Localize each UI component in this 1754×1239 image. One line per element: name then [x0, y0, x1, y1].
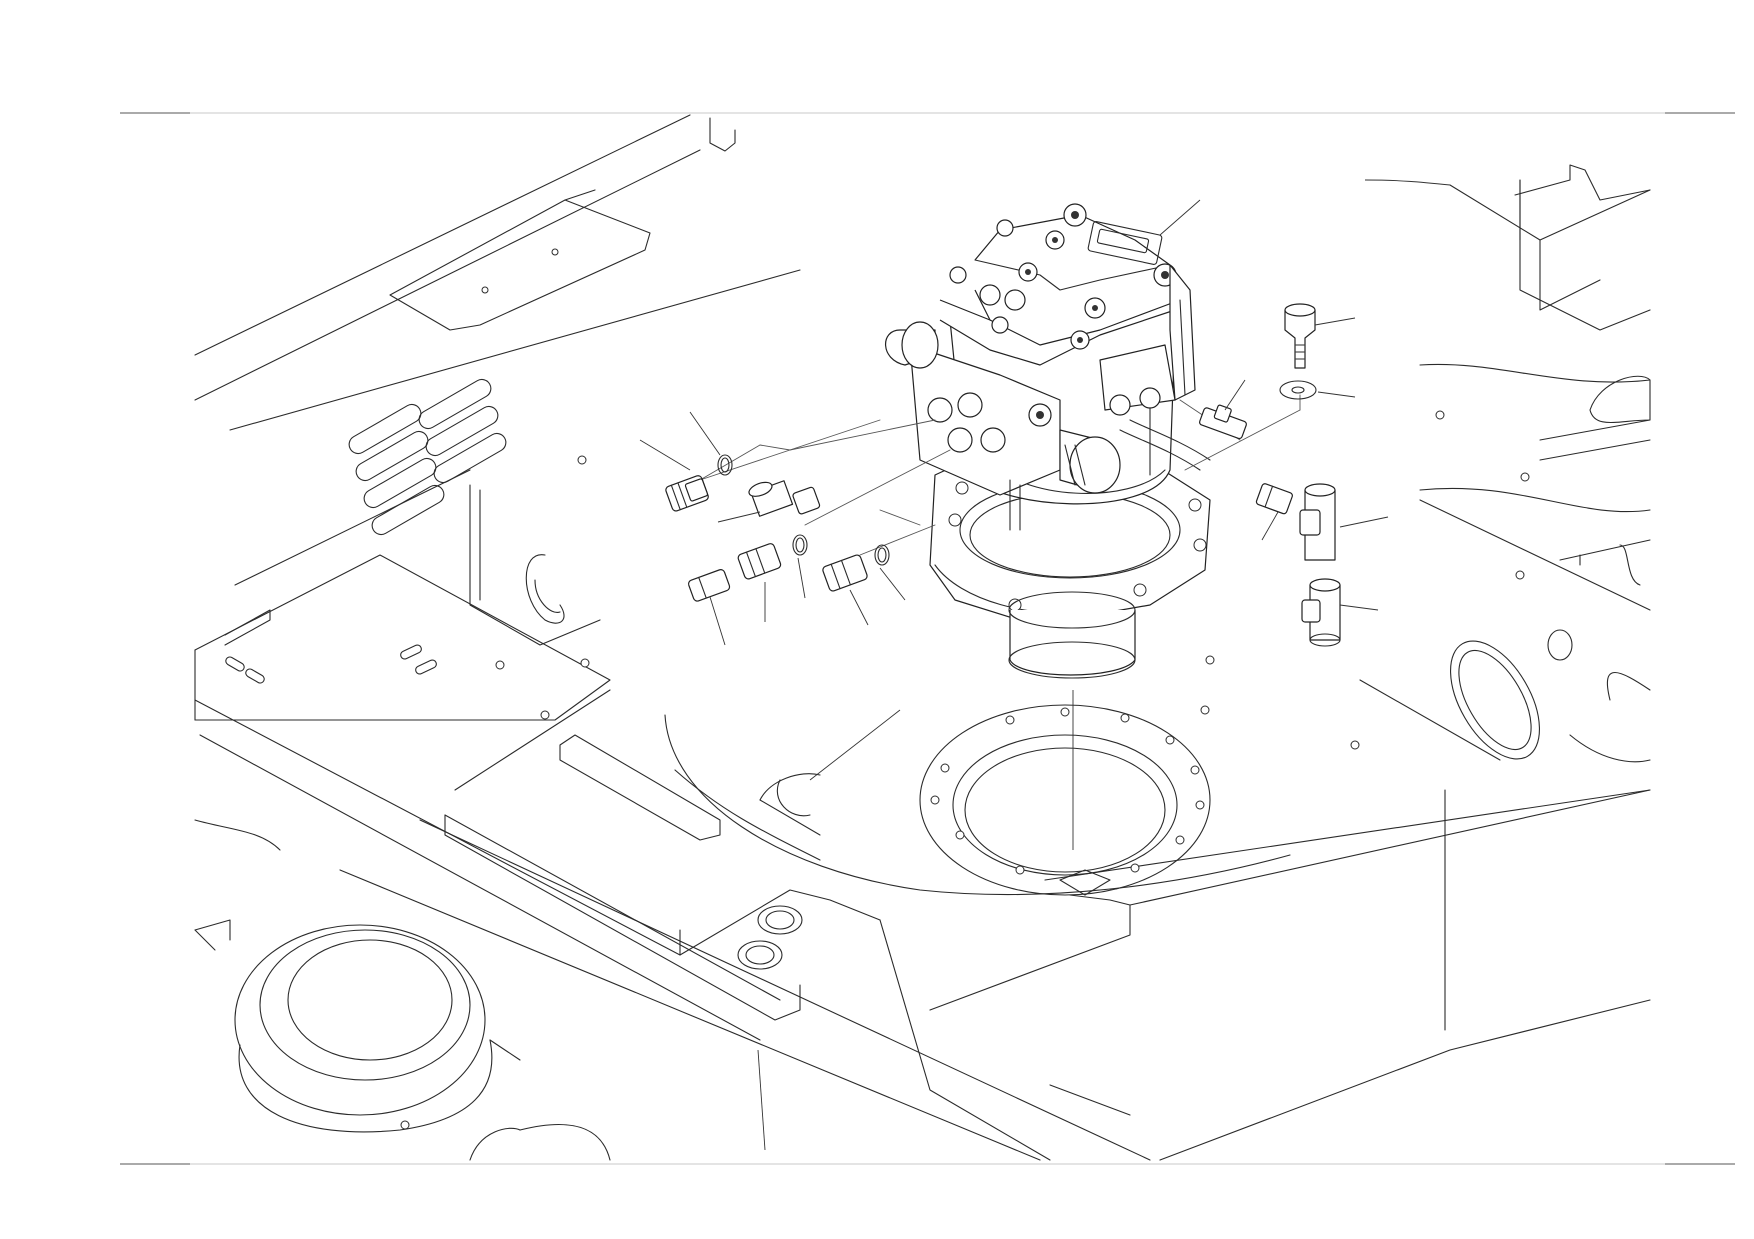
- leader-line: [717, 511, 761, 523]
- right-frame: [1419, 164, 1651, 763]
- cover-plate: [664, 714, 1291, 896]
- leader-line: [809, 709, 901, 781]
- leader-line: [639, 439, 691, 471]
- leader-line: [797, 557, 806, 599]
- fittings-left: [665, 454, 890, 602]
- leader-line: [879, 567, 906, 601]
- left-deck-plate: [194, 455, 611, 721]
- leader-line: [1364, 179, 1451, 186]
- upper-frame-rails: [194, 114, 801, 586]
- leader-line: [709, 596, 726, 646]
- chassis-frame: [194, 679, 1651, 1161]
- swing-post-boss: [194, 819, 611, 1161]
- leader-line: [1339, 604, 1379, 611]
- leader-line: [1224, 379, 1246, 411]
- leader-line: [757, 1049, 766, 1151]
- leader-line: [1159, 199, 1201, 236]
- valve-block: [885, 321, 1121, 531]
- center-bosses: [737, 905, 803, 970]
- hose-lines: [699, 394, 1301, 556]
- leader-line: [689, 411, 721, 456]
- swing-bearing-ring: [919, 655, 1360, 896]
- vent-slots: [348, 378, 507, 536]
- leader-line: [1317, 391, 1356, 398]
- sheet-border: [120, 112, 1735, 1165]
- leader-line: [849, 589, 869, 626]
- left-bracket: [469, 484, 601, 646]
- callout-leaders: [639, 179, 1451, 1151]
- leader-line: [1339, 516, 1389, 528]
- fittings-right: [1199, 303, 1341, 647]
- leader-line: [1261, 511, 1279, 541]
- leader-line: [1314, 317, 1356, 326]
